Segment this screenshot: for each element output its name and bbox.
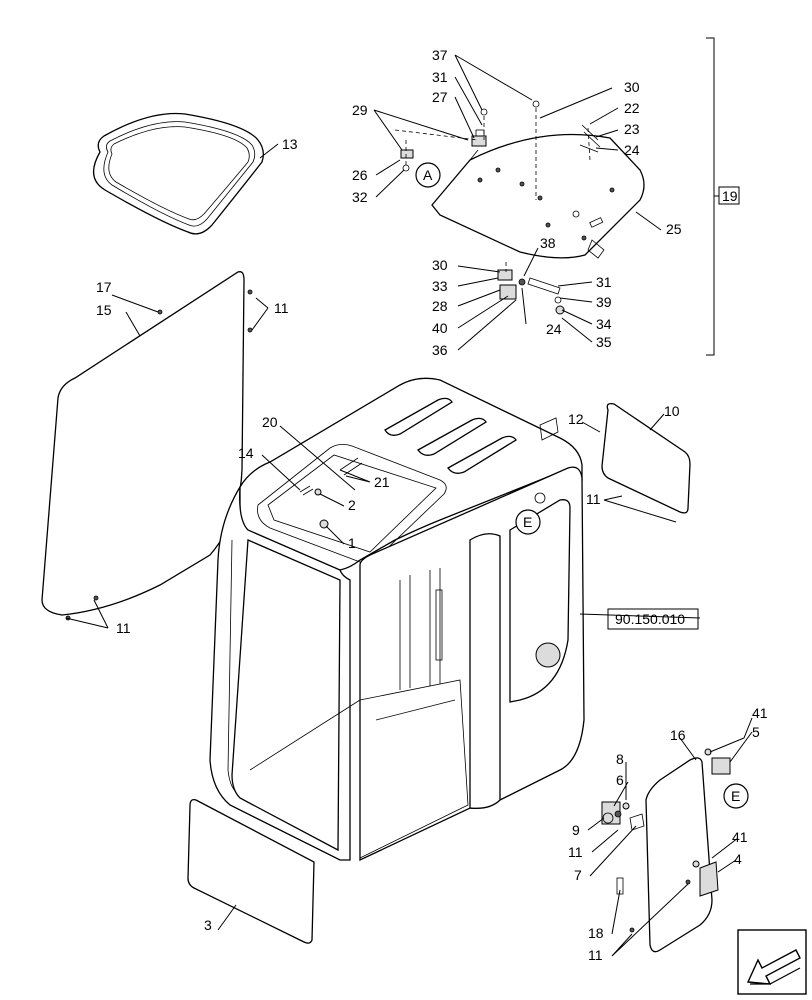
callout-10: 10 bbox=[664, 403, 680, 419]
cross-ref-box bbox=[607, 608, 699, 630]
callout-11: 11 bbox=[568, 844, 583, 860]
callout-14: 14 bbox=[238, 445, 254, 461]
callout-40: 40 bbox=[432, 320, 448, 336]
callout-11: 11 bbox=[116, 620, 131, 636]
roof-seal bbox=[93, 112, 264, 235]
cross-ref-label: 90.150.010 bbox=[615, 611, 685, 627]
callout-33: 33 bbox=[432, 278, 448, 294]
callout-34: 34 bbox=[596, 316, 612, 332]
callout-11: 11 bbox=[586, 491, 601, 507]
callout-7: 7 bbox=[574, 867, 582, 883]
callout-18: 18 bbox=[588, 925, 604, 941]
callout-31: 31 bbox=[596, 274, 612, 290]
callout-4: 4 bbox=[734, 851, 742, 867]
callout-41: 41 bbox=[752, 705, 768, 721]
lower-front-glass bbox=[187, 798, 315, 944]
roof-panel-group bbox=[394, 100, 645, 315]
cab-frame bbox=[209, 377, 585, 862]
callout-11: 11 bbox=[274, 300, 289, 316]
callout-23: 23 bbox=[624, 121, 640, 137]
callout-3: 3 bbox=[204, 917, 212, 933]
callout-16: 16 bbox=[670, 727, 686, 743]
view-a-marker bbox=[415, 162, 441, 188]
callout-29: 29 bbox=[352, 102, 368, 118]
leader-lines bbox=[65, 54, 753, 957]
callout-38: 38 bbox=[540, 235, 556, 251]
callout-15: 15 bbox=[96, 302, 112, 318]
view-e-marker bbox=[515, 509, 541, 535]
callout-32: 32 bbox=[352, 189, 368, 205]
group-bracket bbox=[706, 37, 715, 356]
callout-2: 2 bbox=[348, 497, 356, 513]
callout-39: 39 bbox=[596, 294, 612, 310]
callout-27: 27 bbox=[432, 89, 448, 105]
callout-28: 28 bbox=[432, 298, 448, 314]
callout-17: 17 bbox=[96, 279, 112, 295]
callout-41: 41 bbox=[732, 829, 748, 845]
rear-glass bbox=[601, 402, 691, 514]
callout-25: 25 bbox=[666, 221, 682, 237]
callout-31: 31 bbox=[432, 69, 448, 85]
callout-37: 37 bbox=[432, 47, 448, 63]
view-e-label: E bbox=[523, 514, 532, 530]
callout-30: 30 bbox=[432, 257, 448, 273]
roof-panel bbox=[431, 133, 645, 259]
callout-11: 11 bbox=[588, 947, 603, 963]
callout-26: 26 bbox=[352, 167, 368, 183]
door-glass-group bbox=[601, 748, 731, 953]
callout-9: 9 bbox=[572, 822, 580, 838]
arrow-icon[interactable] bbox=[737, 929, 807, 995]
callout-21: 21 bbox=[374, 474, 390, 490]
view-a-label: A bbox=[423, 167, 433, 183]
view-e-label-2: E bbox=[731, 788, 740, 804]
callout-22: 22 bbox=[624, 100, 640, 116]
callout-12: 12 bbox=[568, 411, 584, 427]
callout-35: 35 bbox=[596, 334, 612, 350]
callout-5: 5 bbox=[752, 724, 760, 740]
callout-labels: 37 31 27 29 26 32 30 22 23 24 25 19 38 3… bbox=[96, 47, 768, 963]
view-e-marker-2 bbox=[723, 783, 749, 809]
callout-30: 30 bbox=[624, 79, 640, 95]
callout-24: 24 bbox=[624, 142, 640, 158]
callout-20: 20 bbox=[262, 414, 278, 430]
callout-13: 13 bbox=[282, 136, 298, 152]
callout-19: 19 bbox=[722, 188, 738, 204]
callout-24: 24 bbox=[546, 321, 562, 337]
callout-1: 1 bbox=[348, 535, 356, 551]
callout-8: 8 bbox=[616, 751, 624, 767]
callout-36: 36 bbox=[432, 342, 448, 358]
ref-box-19 bbox=[718, 186, 740, 205]
callout-6: 6 bbox=[616, 772, 624, 788]
